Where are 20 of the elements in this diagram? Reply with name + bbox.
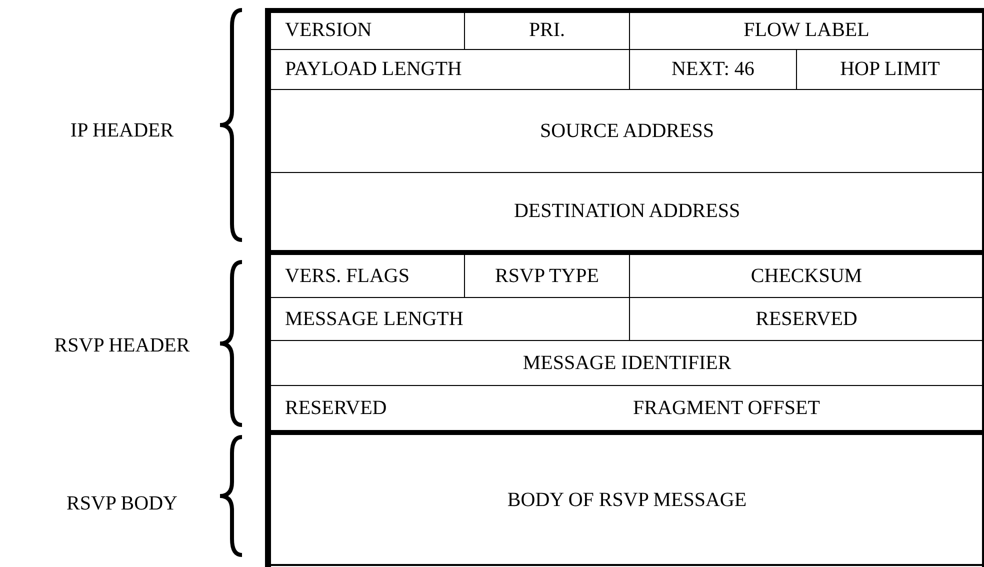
field-name: DESTINATION ADDRESS xyxy=(514,200,740,223)
section-label: RSVP BODY xyxy=(66,492,178,516)
field-name: PRI. xyxy=(528,19,566,42)
field-name: RESERVED xyxy=(285,396,387,420)
field-name: MESSAGE LENGTH xyxy=(285,308,464,330)
field-name: SOURCE ADDRESS xyxy=(540,120,714,142)
field-name: RSVP TYPE xyxy=(495,264,599,288)
field-name: BODY OF RSVP MESSAGE xyxy=(507,488,747,512)
field-name: NEXT: 46 xyxy=(672,58,754,81)
field-name: RESERVED xyxy=(756,308,858,330)
field-name: FLOW LABEL xyxy=(744,19,870,42)
field-name: VERSION xyxy=(285,19,372,42)
section-label: IP HEADER xyxy=(70,120,174,142)
field-name: MESSAGE IDENTIFIER xyxy=(522,352,732,374)
field-name: VERS. FLAGS xyxy=(285,264,410,288)
field-name: FRAGMENT OFFSET xyxy=(633,396,820,420)
field-name: CHECKSUM xyxy=(750,264,862,288)
field-name: HOP LIMIT xyxy=(840,58,940,81)
field-name: PAYLOAD LENGTH xyxy=(285,58,462,81)
section-label: RSVP HEADER xyxy=(54,334,190,358)
